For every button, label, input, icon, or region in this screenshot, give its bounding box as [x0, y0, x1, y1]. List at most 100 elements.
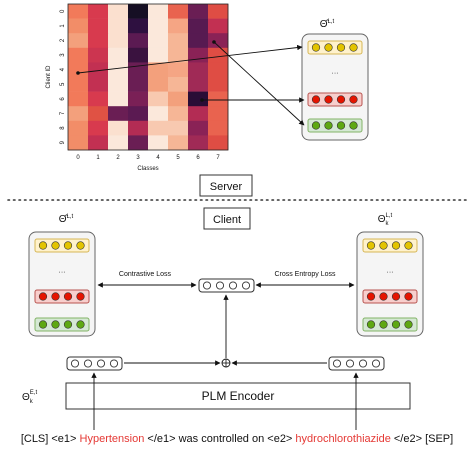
input-sentence: [CLS] <e1> Hypertension </e1> was contro… — [21, 433, 453, 445]
plm-encoder-box — [65, 382, 411, 410]
heatmap-cell — [108, 62, 129, 78]
heatmap-cell — [108, 4, 129, 19]
prototype-dot — [38, 292, 48, 301]
entity1-vector-dots — [70, 359, 119, 368]
client-local-prototype-panel — [356, 231, 424, 337]
vector-dot — [96, 359, 106, 368]
prototype-dot — [336, 121, 346, 130]
heatmap-cell — [128, 4, 149, 19]
heatmap-cell — [208, 18, 229, 34]
heatmap-cell — [128, 106, 149, 122]
prototype-dot — [76, 320, 85, 329]
heatmap-cell — [108, 77, 129, 92]
client-global-theta-label: Θ̂L,t — [59, 213, 74, 225]
server-prototype-rows — [307, 40, 363, 133]
heatmap-cell — [208, 33, 229, 49]
heatmap-cell — [188, 106, 209, 122]
prototype-dot — [63, 320, 73, 329]
prototype-row-green — [362, 317, 418, 332]
prototype-dot — [404, 241, 413, 250]
heatmap-cell — [208, 4, 229, 19]
heatmap-cell — [148, 18, 169, 34]
heatmap-y-axis-label: Client ID — [46, 65, 52, 89]
prototype-row-green — [307, 118, 363, 133]
heatmap-cell — [68, 4, 89, 19]
heatmap-cell — [88, 47, 109, 63]
server-label: Server — [210, 181, 243, 193]
heatmap-cell — [88, 91, 109, 107]
heatmap-cell — [168, 135, 189, 151]
heatmap-cell — [128, 62, 149, 78]
heatmap-cell — [68, 33, 89, 49]
entity2-vector — [328, 356, 385, 371]
heatmap-cell — [188, 120, 209, 136]
heatmap-y-tick: 5 — [60, 82, 66, 86]
heatmap-cell — [188, 4, 209, 19]
heatmap-cell — [88, 33, 109, 49]
plm-encoder-label: PLM Encoder — [202, 389, 275, 403]
heatmap-cell — [208, 135, 229, 151]
heatmap-cell — [128, 18, 149, 34]
heatmap-cell — [168, 91, 189, 107]
heatmap-cell — [148, 33, 169, 49]
prototype-row-yellow — [362, 238, 418, 253]
prototype-dot — [311, 43, 321, 52]
prototype-dot — [391, 292, 401, 301]
heatmap-cell — [168, 120, 189, 136]
heatmap-cell — [88, 135, 109, 151]
prototype-dot — [63, 241, 73, 250]
server-prototype-panel — [301, 33, 369, 141]
heatmap-cell — [208, 91, 229, 107]
client-label: Client — [213, 214, 241, 226]
prototype-dot — [76, 241, 85, 250]
heatmap-y-tick: 0 — [60, 9, 66, 13]
heatmap-cell — [68, 106, 89, 122]
heatmap-cell — [208, 120, 229, 136]
server-box — [199, 174, 253, 197]
vector-dot — [241, 281, 251, 290]
vector-dot — [371, 359, 381, 368]
client-left-ellipsis: ··· — [59, 269, 66, 276]
relation-representation-dots — [202, 281, 251, 290]
prototype-row-green — [34, 317, 90, 332]
prototype-dot — [38, 320, 48, 329]
heatmap-cell — [168, 47, 189, 63]
entity2-vector-dots — [332, 359, 381, 368]
prototype-dot — [366, 241, 376, 250]
prototype-dot — [379, 320, 388, 329]
heatmap-cell — [168, 106, 189, 122]
heatmap-y-tick: 2 — [60, 38, 66, 42]
heatmap-cell — [128, 135, 149, 151]
heatmap-x-axis-label: Classes — [137, 166, 158, 172]
heatmap-cell — [108, 135, 129, 151]
heatmap-y-tick: 1 — [60, 24, 66, 28]
prototype-dot — [76, 292, 85, 301]
entity2-text: hydrochlorothiazide — [295, 433, 390, 445]
prototype-dot — [391, 241, 401, 250]
vector-dot — [358, 359, 368, 368]
prototype-row-yellow — [34, 238, 90, 253]
prototype-dot — [51, 320, 60, 329]
heatmap-y-tick: 6 — [60, 97, 66, 101]
heatmap-to-server-arrows — [76, 40, 305, 126]
client-local-prototype-rows — [362, 238, 418, 332]
heatmap-cell — [68, 62, 89, 78]
heatmap-cell — [148, 120, 169, 136]
heatmap-y-tick: 8 — [60, 126, 66, 130]
prototype-dot — [324, 121, 333, 130]
heatmap-x-tick: 2 — [116, 155, 120, 161]
client-local-theta-label: ΘkL,t — [378, 213, 393, 227]
heatmap-cell — [128, 33, 149, 49]
prototype-dot — [366, 292, 376, 301]
heatmap-cell — [188, 77, 209, 92]
client-box — [203, 207, 251, 230]
entity1-vector — [66, 356, 123, 371]
client-right-ellipsis: ··· — [387, 269, 394, 276]
heatmap-cell — [168, 77, 189, 92]
prototype-dot — [51, 241, 60, 250]
vector-dot — [215, 281, 225, 290]
client-class-heatmap — [68, 4, 229, 151]
